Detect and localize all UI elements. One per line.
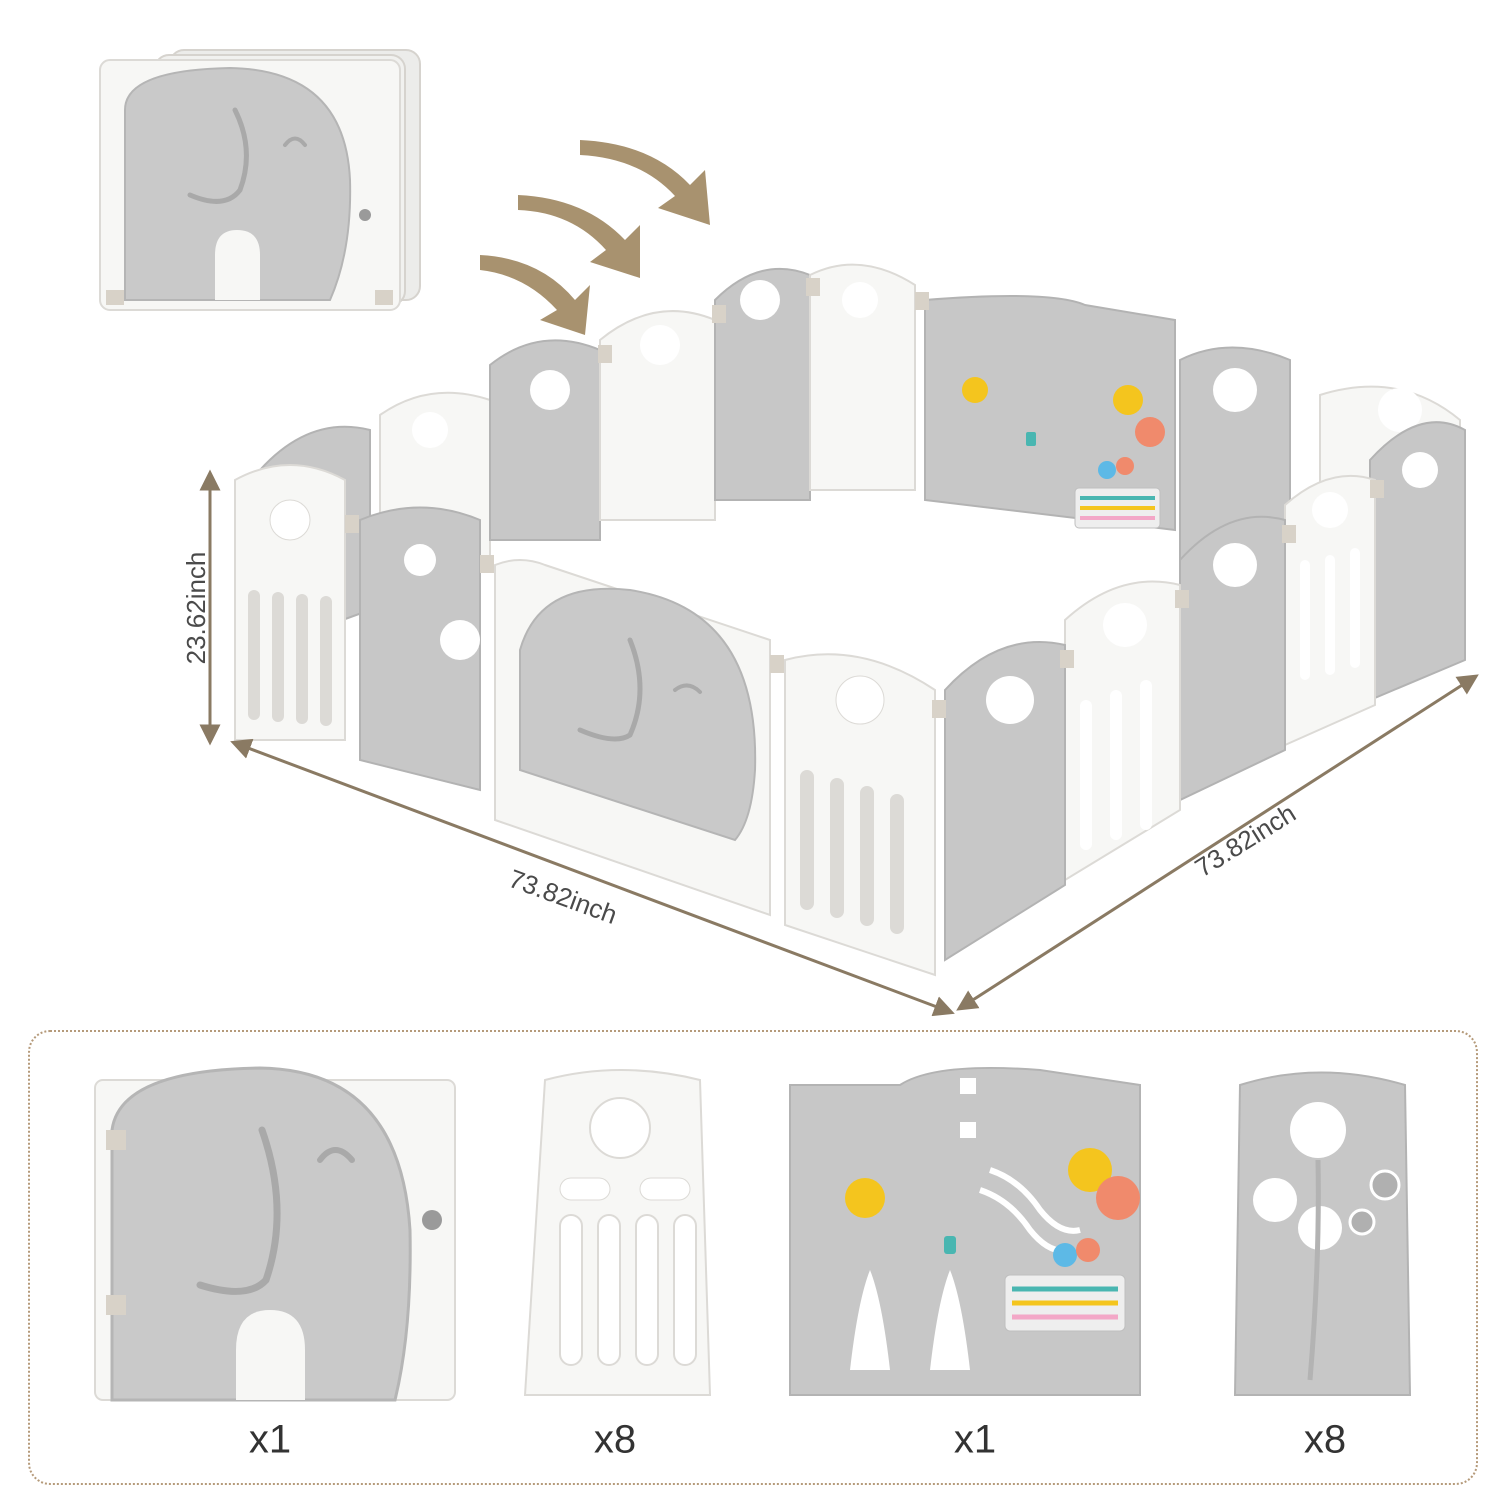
arrow-icon (480, 255, 590, 335)
gear-toy (1068, 1148, 1112, 1192)
gray-circle-panel (1233, 1071, 1412, 1396)
white-slat-panel (523, 1069, 712, 1396)
qty-elephant-gate: x1 (248, 1417, 292, 1462)
qty-activity: x1 (953, 1417, 997, 1462)
gear-toy (1135, 417, 1165, 447)
arrow-icon (518, 195, 640, 278)
activity-panel (789, 1066, 1141, 1396)
folded-playpen (99, 49, 421, 311)
height-label: 23.62inch (181, 552, 211, 665)
gear-toy (1096, 1176, 1140, 1220)
gear-toy (845, 1178, 885, 1218)
gear-toy (962, 377, 988, 403)
parts-box (28, 1030, 1478, 1485)
fold-arrows (480, 140, 710, 335)
width-label: 73.82inch (505, 863, 621, 930)
qty-white-slat: x8 (593, 1417, 637, 1462)
elephant-gate-panel (94, 1066, 456, 1402)
arrow-icon (580, 140, 710, 225)
gear-toy (1113, 385, 1143, 415)
qty-gray-circle: x8 (1303, 1417, 1347, 1462)
assembled-playpen (234, 263, 1466, 977)
depth-label: 73.82inch (1189, 798, 1301, 883)
dimension-lines (199, 469, 1479, 1017)
